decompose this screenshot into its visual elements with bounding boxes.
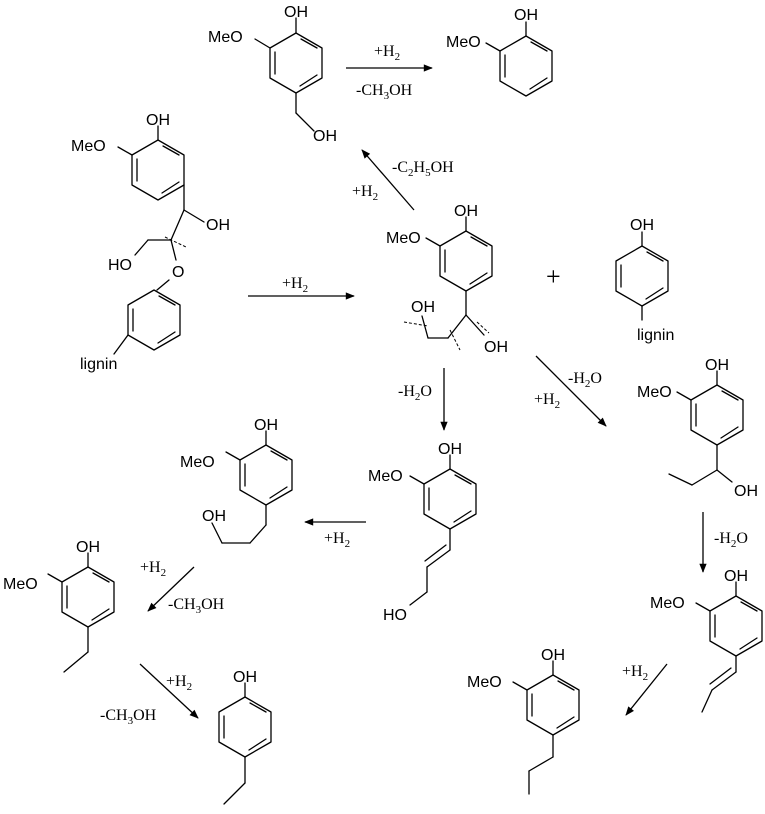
condition-minus-methanol: -CH3OH: [356, 82, 413, 102]
label-meo: MeO: [71, 138, 106, 155]
label-ether-o: O: [172, 264, 184, 281]
label-oh: OH: [411, 299, 435, 316]
molecule-guaiacylpropanediol: OH MeO OH OH: [386, 203, 508, 356]
label-ho: HO: [108, 257, 132, 274]
label-oh: OH: [630, 217, 654, 234]
label-oh: OH: [484, 339, 508, 356]
condition-minus-ethanol: -C2H5OH: [392, 159, 454, 179]
condition-h2: +H2: [622, 663, 648, 683]
condition-h2: +H2: [352, 183, 378, 203]
label-oh: OH: [541, 647, 565, 664]
condition-h2: +H2: [166, 673, 192, 693]
molecule-propylguaiacol: OH MeO: [467, 647, 580, 795]
molecule-coniferyl-alcohol: OH MeO HO: [368, 441, 477, 624]
molecule-ethylphenol: OH: [218, 669, 272, 805]
condition-h2: +H2: [324, 530, 350, 550]
reaction-conditions: +H2 -CH3OH -C2H5OH +H2 +H2 -H2O -H2O +H2…: [100, 43, 748, 727]
condition-h2: +H2: [140, 559, 166, 579]
arrow-to-guaiacylpropanol: [535, 355, 607, 427]
label-meo: MeO: [650, 595, 685, 612]
molecule-ethylguaiacol: OH MeO: [3, 539, 115, 673]
label-meo: MeO: [467, 674, 502, 691]
molecule-lignin-model: OH MeO OH HO O lignin: [71, 112, 230, 373]
label-oh: OH: [454, 203, 478, 220]
molecule-phenol-lignin: OH lignin: [615, 217, 674, 344]
label-oh: OH: [514, 7, 538, 24]
condition-h2: +H2: [282, 275, 308, 295]
molecule-vanillyl-alcohol: OH MeO OH: [208, 4, 337, 145]
label-oh: OH: [313, 128, 337, 145]
label-oh: OH: [705, 357, 729, 374]
condition-minus-water: -H2O: [398, 383, 432, 403]
label-oh: OH: [284, 4, 308, 21]
arrow-to-ethylguaiacol: [147, 566, 195, 612]
label-meo: MeO: [386, 230, 421, 247]
label-oh: OH: [206, 217, 230, 234]
condition-h2: +H2: [374, 43, 400, 63]
arrow-to-vanillyl-alcohol: [361, 149, 415, 211]
label-meo: MeO: [637, 384, 672, 401]
label-oh: OH: [233, 669, 257, 686]
condition-minus-methanol: -CH3OH: [168, 596, 225, 616]
label-meo: MeO: [446, 34, 481, 51]
arrow-to-propylguaiacol: [625, 663, 668, 716]
molecule-guaiacol: OH MeO: [446, 7, 553, 97]
plus-sign: +: [546, 262, 561, 291]
label-meo: MeO: [180, 454, 215, 471]
label-lignin: lignin: [637, 327, 674, 344]
label-oh: OH: [724, 568, 748, 585]
molecule-dihydroconiferyl-alcohol: OH MeO OH: [180, 417, 293, 544]
arrow-to-ethylphenol: [139, 663, 199, 719]
label-ho: HO: [383, 607, 407, 624]
molecule-isoeugenol: OH MeO: [650, 568, 763, 713]
label-meo: MeO: [368, 468, 403, 485]
label-lignin: lignin: [80, 356, 117, 373]
label-oh: OH: [146, 112, 170, 129]
label-oh: OH: [734, 483, 758, 500]
molecule-guaiacylpropanol: OH MeO OH: [637, 357, 758, 500]
reaction-arrows: [139, 64, 707, 719]
label-oh: OH: [254, 417, 278, 434]
condition-minus-water: -H2O: [714, 530, 748, 550]
label-oh: OH: [76, 539, 100, 556]
label-meo: MeO: [208, 29, 243, 46]
label-meo: MeO: [3, 576, 38, 593]
label-oh: OH: [438, 441, 462, 458]
condition-minus-methanol: -CH3OH: [100, 707, 157, 727]
condition-minus-water: -H2O: [568, 370, 602, 390]
condition-h2: +H2: [534, 391, 560, 411]
label-oh: OH: [202, 508, 226, 525]
